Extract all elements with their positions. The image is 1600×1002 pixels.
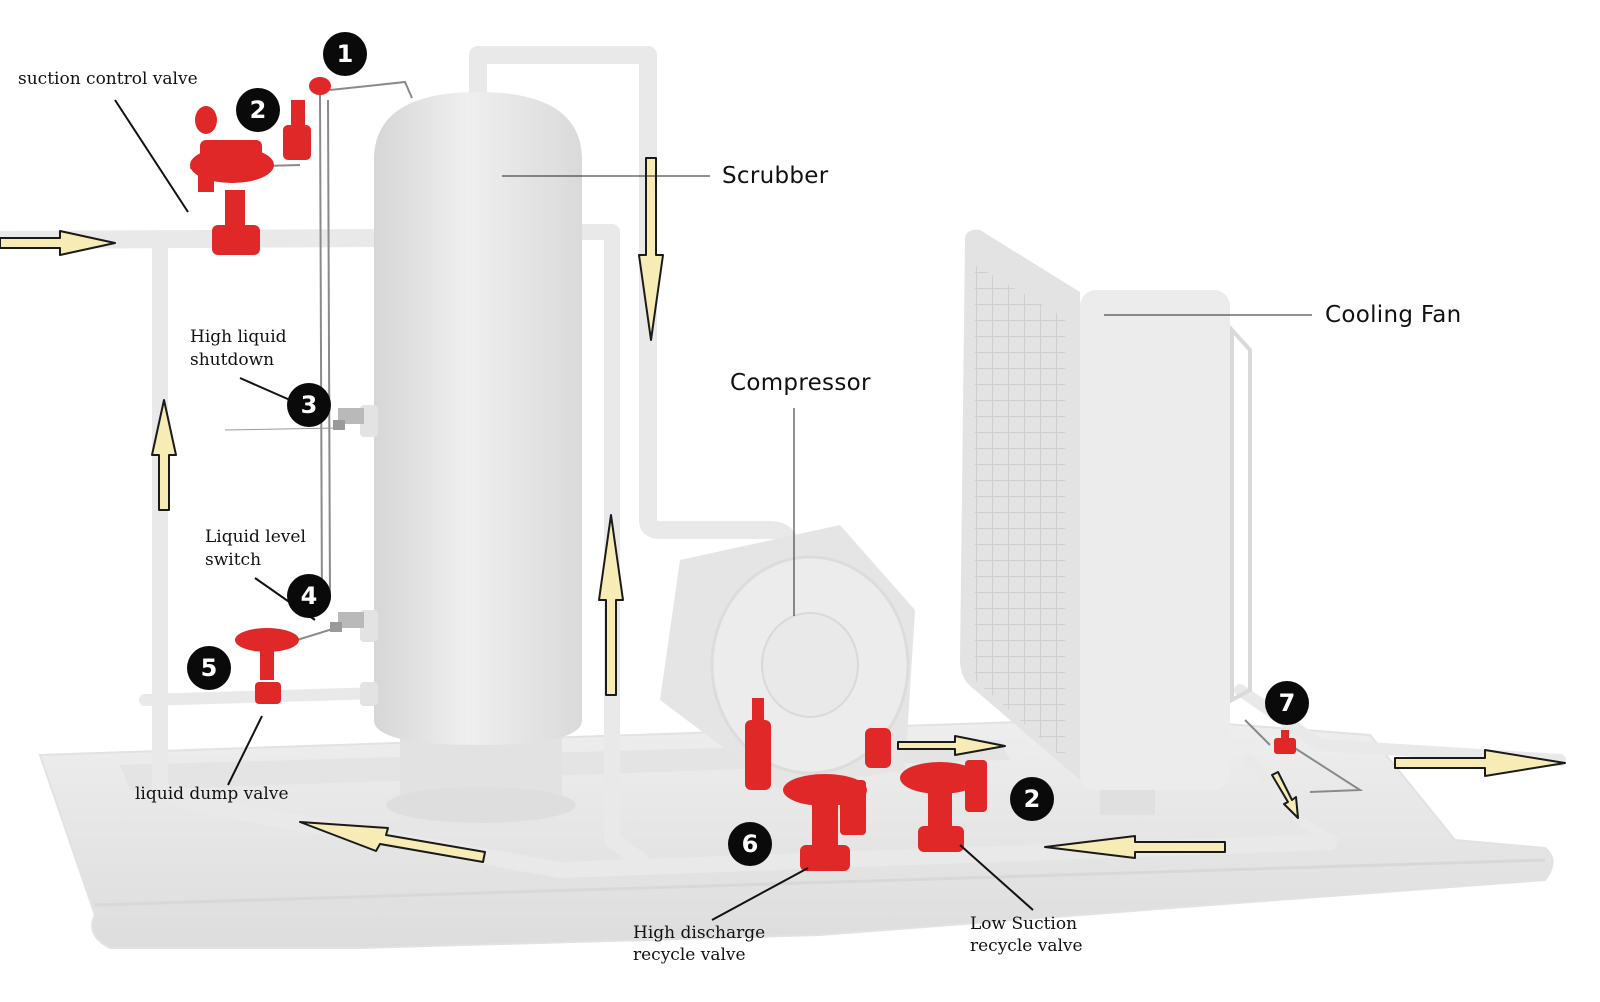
return-flow-arrow — [299, 821, 486, 863]
liquid-level-switch-icon — [330, 612, 364, 632]
recycle-flow-arrow — [1044, 835, 1226, 859]
scrubber-up-arrow — [598, 514, 624, 696]
callout-badge-7: 7 — [1265, 681, 1309, 725]
suction-control-valve-icon — [190, 77, 331, 255]
scrubber-vessel — [360, 92, 582, 823]
high-liquid-shutdown-label-line1: High liquid — [190, 327, 287, 347]
scrubber-label: Scrubber — [722, 163, 829, 189]
callout-badge-4: 4 — [287, 574, 331, 618]
liquid-level-switch-label-line1: Liquid level — [205, 527, 306, 547]
compressor-label: Compressor — [730, 370, 871, 396]
inlet-flow-arrow — [0, 230, 116, 256]
cooling-fan-body — [960, 229, 1252, 815]
high-liquid-shutdown-icon — [333, 408, 364, 430]
scrubber-down-arrow — [638, 157, 664, 341]
high-discharge-label-line2: recycle valve — [633, 945, 746, 965]
suction-control-valve-label: suction control valve — [18, 69, 198, 89]
high-discharge-recycle-valve-icon — [745, 698, 891, 871]
callout-badge-2: 2 — [236, 88, 280, 132]
cooler-down-arrow — [1271, 771, 1299, 819]
callout-badge-5: 5 — [187, 646, 231, 690]
low-suction-recycle-valve-icon — [900, 760, 987, 852]
liquid-dump-valve-label: liquid dump valve — [135, 784, 289, 804]
low-suction-label-line2: recycle valve — [970, 936, 1083, 956]
cooler-valve-icon — [1274, 730, 1296, 754]
callout-badge-2-low-suction: 2 — [1010, 777, 1054, 821]
discharge-flow-arrow — [897, 735, 1006, 756]
outlet-flow-arrow — [1394, 749, 1566, 777]
callout-badge-3: 3 — [287, 383, 331, 427]
low-suction-label-line1: Low Suction — [970, 914, 1078, 934]
high-discharge-label-line1: High discharge — [633, 923, 766, 943]
high-liquid-shutdown-label-line2: shutdown — [190, 350, 275, 370]
compressor-body — [660, 525, 915, 790]
riser-flow-arrow — [151, 399, 177, 511]
cooling-fan-label: Cooling Fan — [1325, 302, 1462, 328]
liquid-level-switch-label-line2: switch — [205, 550, 262, 570]
callout-badge-6: 6 — [728, 822, 772, 866]
liquid-dump-valve-icon — [235, 628, 299, 704]
flow-arrows — [0, 157, 1566, 863]
callout-badge-1: 1 — [323, 32, 367, 76]
